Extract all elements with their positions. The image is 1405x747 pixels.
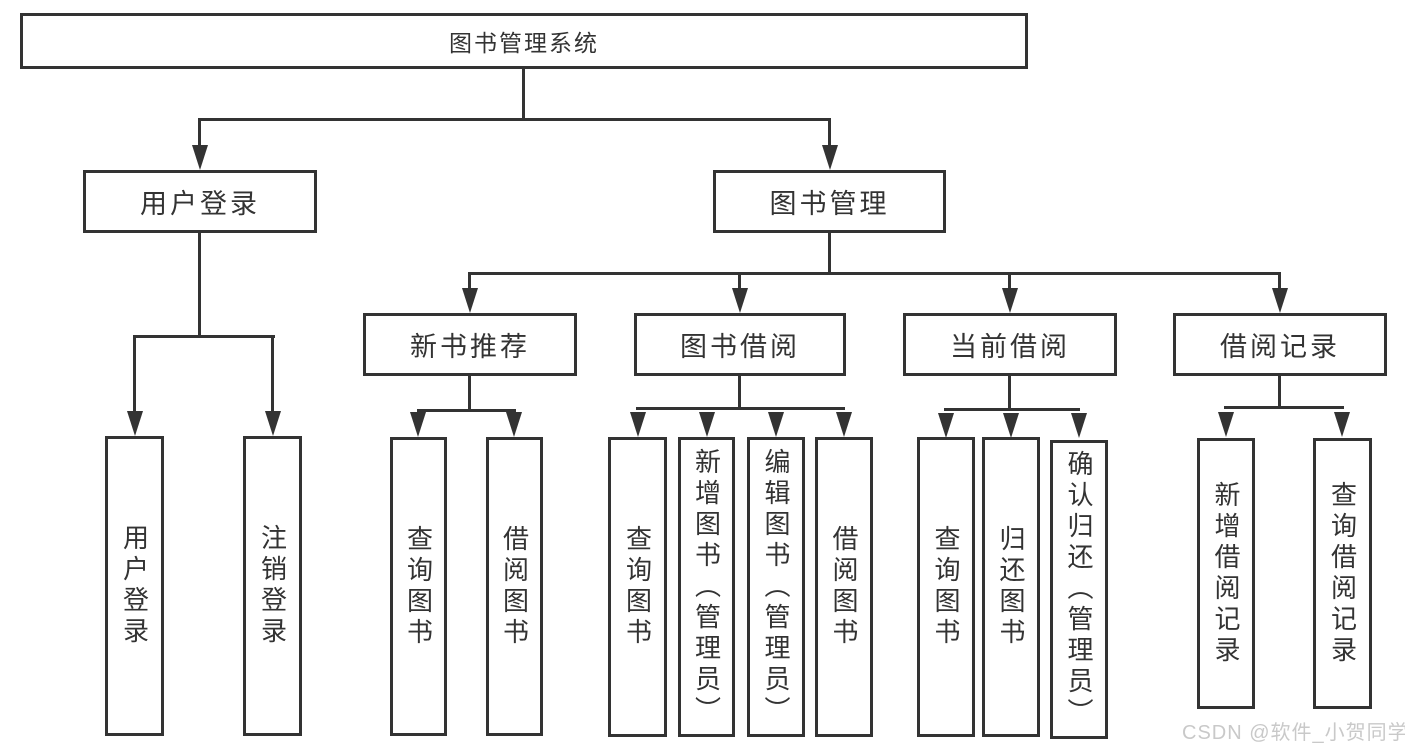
arrow-down-icon	[265, 411, 281, 436]
leaf-confirm-return-admin: 确认归还（管理员）	[1050, 440, 1108, 739]
node-label: 确认归还（管理员）	[1064, 450, 1094, 729]
connector-vline	[271, 338, 274, 412]
node-book-borrowing: 图书借阅	[634, 313, 846, 376]
arrow-down-icon	[127, 411, 143, 436]
node-label: 图书借阅	[680, 332, 800, 362]
arrow-down-icon	[506, 412, 522, 437]
node-label: 查询图书	[622, 525, 653, 649]
arrow-down-icon	[836, 412, 852, 437]
node-root: 图书管理系统	[20, 13, 1028, 69]
connector-vline	[198, 121, 201, 146]
leaf-edit-books-admin: 编辑图书（管理员）	[747, 437, 805, 737]
connector-hline	[133, 335, 275, 338]
node-new-book-recommend: 新书推荐	[363, 313, 577, 376]
connector-vline	[1008, 275, 1011, 289]
leaf-query-books-recommend: 查询图书	[390, 437, 447, 736]
node-label: 图书管理	[769, 189, 890, 219]
connector-vline	[468, 376, 471, 409]
connector-vline	[738, 275, 741, 289]
node-root-label: 图书管理系统	[449, 30, 599, 56]
connector-hline	[1224, 406, 1344, 409]
arrow-down-icon	[1272, 288, 1288, 313]
connector-hline	[468, 272, 1281, 275]
connector-hline	[636, 407, 845, 410]
leaf-query-books-current: 查询图书	[917, 437, 975, 737]
node-label: 用户登录	[119, 524, 150, 648]
leaf-add-books-admin: 新增图书（管理员）	[678, 437, 735, 737]
connector-vline	[1008, 376, 1011, 408]
node-label: 查询图书	[931, 525, 961, 649]
node-book-management: 图书管理	[713, 170, 946, 233]
arrow-down-icon	[1003, 413, 1019, 438]
arrow-down-icon	[1334, 412, 1350, 437]
arrow-down-icon	[822, 145, 838, 170]
node-label: 借阅图书	[829, 525, 859, 649]
node-current-borrowing: 当前借阅	[903, 313, 1117, 376]
node-label: 编辑图书（管理员）	[761, 447, 791, 727]
node-label: 借阅图书	[499, 524, 530, 649]
leaf-user-login: 用户登录	[105, 436, 164, 736]
node-label: 查询借阅记录	[1327, 480, 1358, 667]
arrow-down-icon	[630, 412, 646, 437]
leaf-add-borrow-record: 新增借阅记录	[1197, 438, 1255, 709]
connector-hline	[417, 409, 516, 412]
connector-vline	[198, 233, 201, 335]
arrow-down-icon	[410, 412, 426, 437]
connector-vline	[133, 338, 136, 412]
node-label: 当前借阅	[950, 332, 1070, 362]
leaf-borrow-books: 借阅图书	[815, 437, 873, 737]
node-label: 借阅记录	[1220, 332, 1340, 362]
leaf-query-borrow-record: 查询借阅记录	[1313, 438, 1372, 709]
node-label: 新增图书（管理员）	[691, 447, 722, 727]
arrow-down-icon	[732, 288, 748, 313]
arrow-down-icon	[1002, 288, 1018, 313]
arrow-down-icon	[699, 412, 715, 437]
arrow-down-icon	[192, 145, 208, 170]
arrow-down-icon	[768, 412, 784, 437]
leaf-borrow-books-recommend: 借阅图书	[486, 437, 543, 736]
node-label: 查询图书	[403, 524, 434, 649]
node-borrowing-records: 借阅记录	[1173, 313, 1387, 376]
connector-vline	[828, 233, 831, 272]
arrow-down-icon	[462, 288, 478, 313]
connector-vline	[522, 69, 525, 118]
node-label: 新增借阅记录	[1211, 480, 1241, 667]
leaf-logout: 注销登录	[243, 436, 302, 736]
arrow-down-icon	[938, 413, 954, 438]
node-label: 用户登录	[140, 189, 260, 219]
node-user-login: 用户登录	[83, 170, 317, 233]
arrow-down-icon	[1071, 413, 1087, 438]
node-label: 注销登录	[257, 524, 288, 648]
connector-vline	[1278, 275, 1281, 289]
leaf-query-books-borrow: 查询图书	[608, 437, 667, 737]
connector-hline	[198, 118, 831, 121]
connector-hline	[944, 408, 1080, 411]
connector-vline	[738, 376, 741, 407]
node-label: 新书推荐	[410, 332, 530, 362]
arrow-down-icon	[1218, 412, 1234, 437]
connector-vline	[468, 275, 471, 289]
csdn-watermark: CSDN @软件_小贺同学	[1182, 722, 1405, 744]
leaf-return-books: 归还图书	[982, 437, 1040, 737]
connector-vline	[828, 121, 831, 146]
node-label: 归还图书	[996, 525, 1026, 649]
connector-vline	[1278, 376, 1281, 406]
